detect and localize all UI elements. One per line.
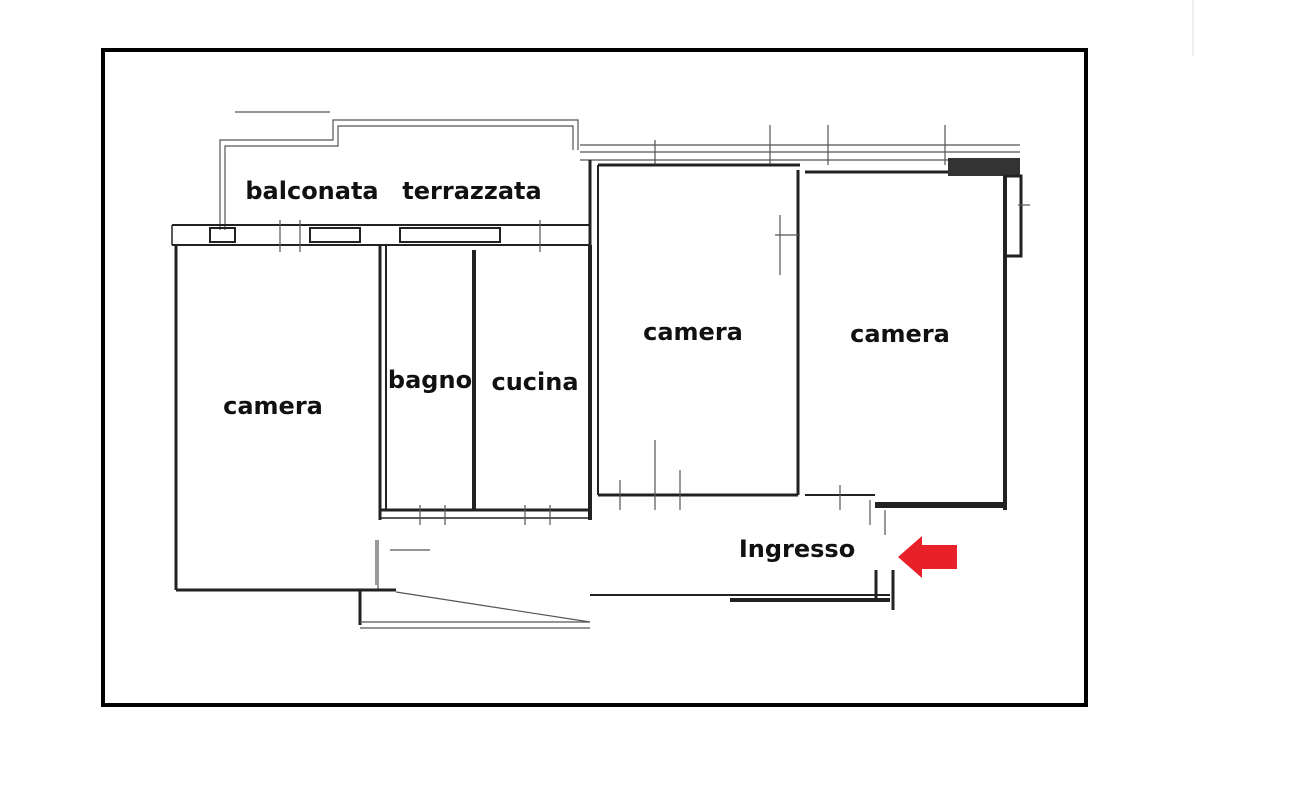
label-balconata: balconata	[245, 177, 378, 205]
label-ingresso: Ingresso	[739, 535, 855, 563]
label-bagno: bagno	[388, 366, 472, 394]
left-camera-walls	[174, 245, 382, 592]
label-camera-left: camera	[223, 392, 323, 420]
central-camera-walls	[588, 160, 800, 510]
frame-border	[101, 48, 1088, 707]
entrance-arrow-icon	[898, 536, 957, 578]
balcony-outline	[219, 111, 1020, 230]
corridor-walls	[358, 540, 895, 629]
right-camera-walls	[805, 158, 1030, 535]
bath-kitchen-walls	[380, 245, 592, 525]
label-cucina: cucina	[491, 368, 578, 396]
label-camera-right: camera	[850, 320, 950, 348]
label-camera-center: camera	[643, 318, 743, 346]
label-terrazzata: terrazzata	[402, 177, 541, 205]
